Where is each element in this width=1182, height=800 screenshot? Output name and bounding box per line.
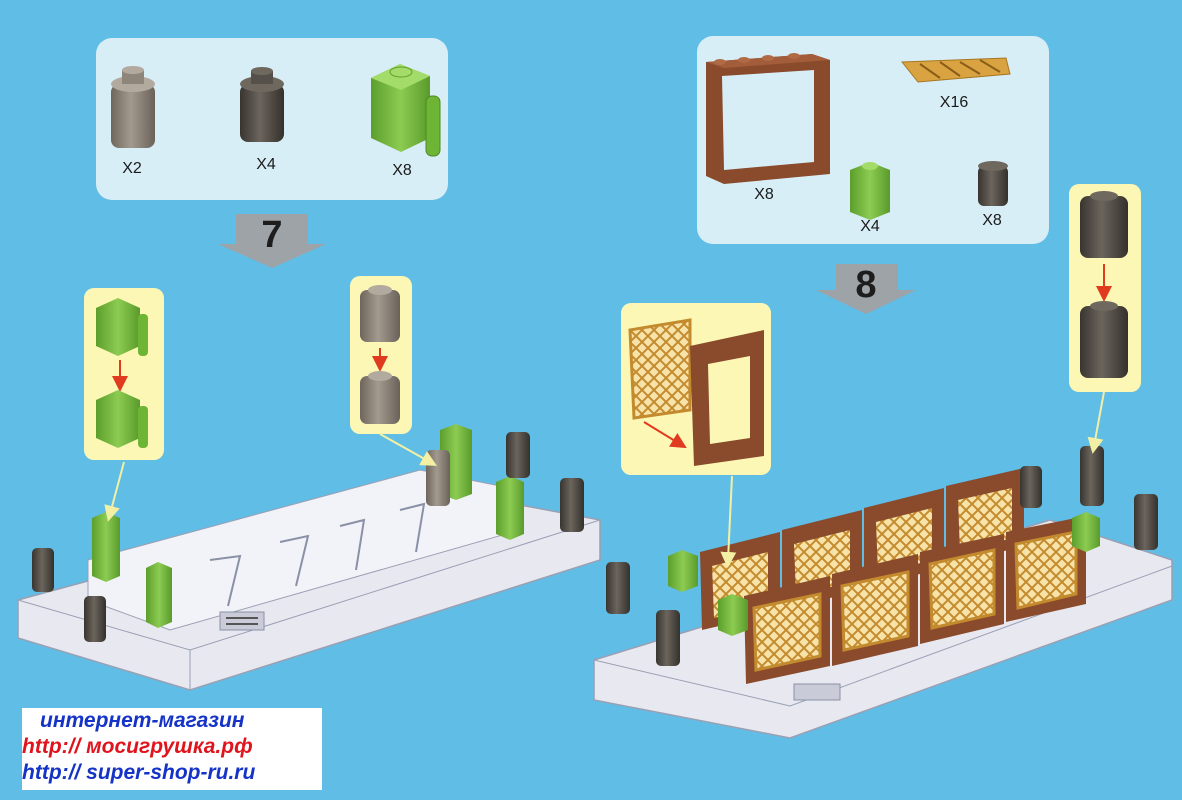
step7-callout-tan-rounds: [360, 285, 400, 424]
watermark-shop-label: интернет-магазин: [40, 709, 245, 732]
watermark-url-1[interactable]: http:// мосигрушка.рф: [22, 735, 253, 758]
step8-callout-window-parts: [628, 318, 764, 466]
step8-part-green-square: [850, 162, 890, 220]
shop-watermark: интернет-магазин http:// мосигрушка.рф h…: [22, 708, 322, 790]
step7-arrow: [218, 214, 326, 268]
step8-qty-lattice-pane: X16: [939, 94, 969, 111]
step8-qty-window-frame: X8: [754, 186, 774, 203]
step7-qty-tan-round: X2: [122, 160, 142, 177]
step8-qty-green-square: X4: [860, 218, 880, 235]
step8-callout-dark-rounds: [1080, 191, 1128, 378]
step8-part-dark-round: [978, 161, 1008, 206]
step7-number: 7: [261, 214, 283, 256]
watermark-url-2[interactable]: http:// super-shop-ru.ru: [22, 761, 256, 784]
step7-part-tan-round: [111, 66, 155, 148]
step8-qty-dark-round: X8: [982, 212, 1002, 229]
step7-part-green-clip: [371, 64, 441, 157]
step7-qty-green-clip: X8: [392, 162, 412, 179]
step7-qty-dark-round: X4: [256, 156, 276, 173]
step7-base-model: [17, 424, 601, 691]
step8-part-window-frame: [706, 53, 830, 184]
step7-part-dark-round: [240, 67, 284, 142]
step8-arrow: [816, 264, 916, 314]
step8-base-model: [593, 391, 1173, 739]
step8-number: 8: [855, 264, 877, 306]
step7-callout-green-bricks: [96, 298, 148, 448]
step8-part-lattice-pane: [900, 57, 1011, 83]
